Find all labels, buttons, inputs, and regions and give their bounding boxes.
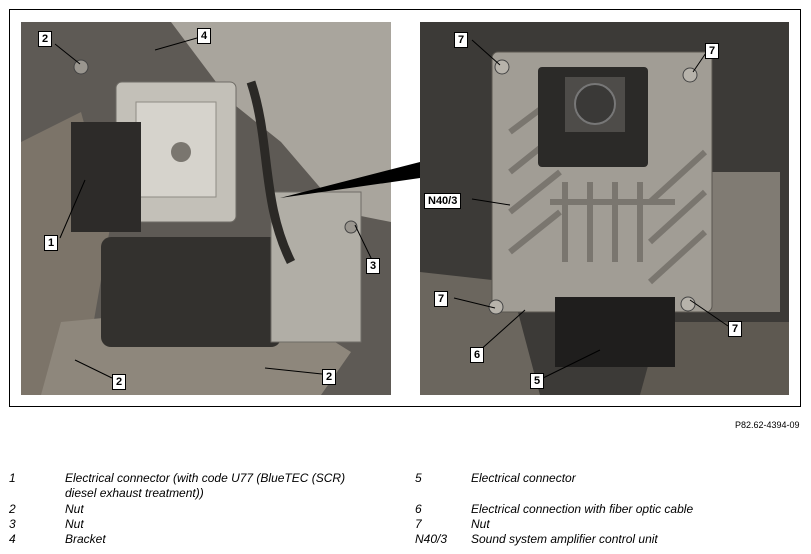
callout-6: 6 — [470, 347, 485, 363]
callout-4: 4 — [197, 28, 212, 44]
callout-7: 7 — [705, 43, 720, 59]
figure-reference: P82.62-4394-09 — [735, 420, 800, 430]
callout-7: 7 — [434, 291, 449, 307]
callout-n40-3: N40/3 — [424, 193, 462, 209]
photo-amplifier-unit — [420, 22, 789, 395]
callout-2: 2 — [322, 369, 337, 385]
callout-7: 7 — [454, 32, 469, 48]
leader-lines — [54, 37, 729, 379]
photo-left-illustration — [21, 22, 391, 395]
legend-right: 5 Electrical connector 6 Electrical conn… — [415, 471, 694, 546]
callout-5: 5 — [530, 373, 545, 389]
photo-control-unit-location — [21, 22, 391, 395]
callout-2: 2 — [38, 31, 53, 47]
zoom-connector-line — [280, 162, 420, 198]
photo-right-illustration — [420, 22, 789, 395]
legend-left: 1 Electrical connector (with code U77 (B… — [9, 471, 346, 546]
callout-1: 1 — [44, 235, 59, 251]
figure-frame — [9, 9, 801, 407]
callout-2: 2 — [112, 374, 127, 390]
callout-3: 3 — [366, 258, 381, 274]
callout-7: 7 — [728, 321, 743, 337]
